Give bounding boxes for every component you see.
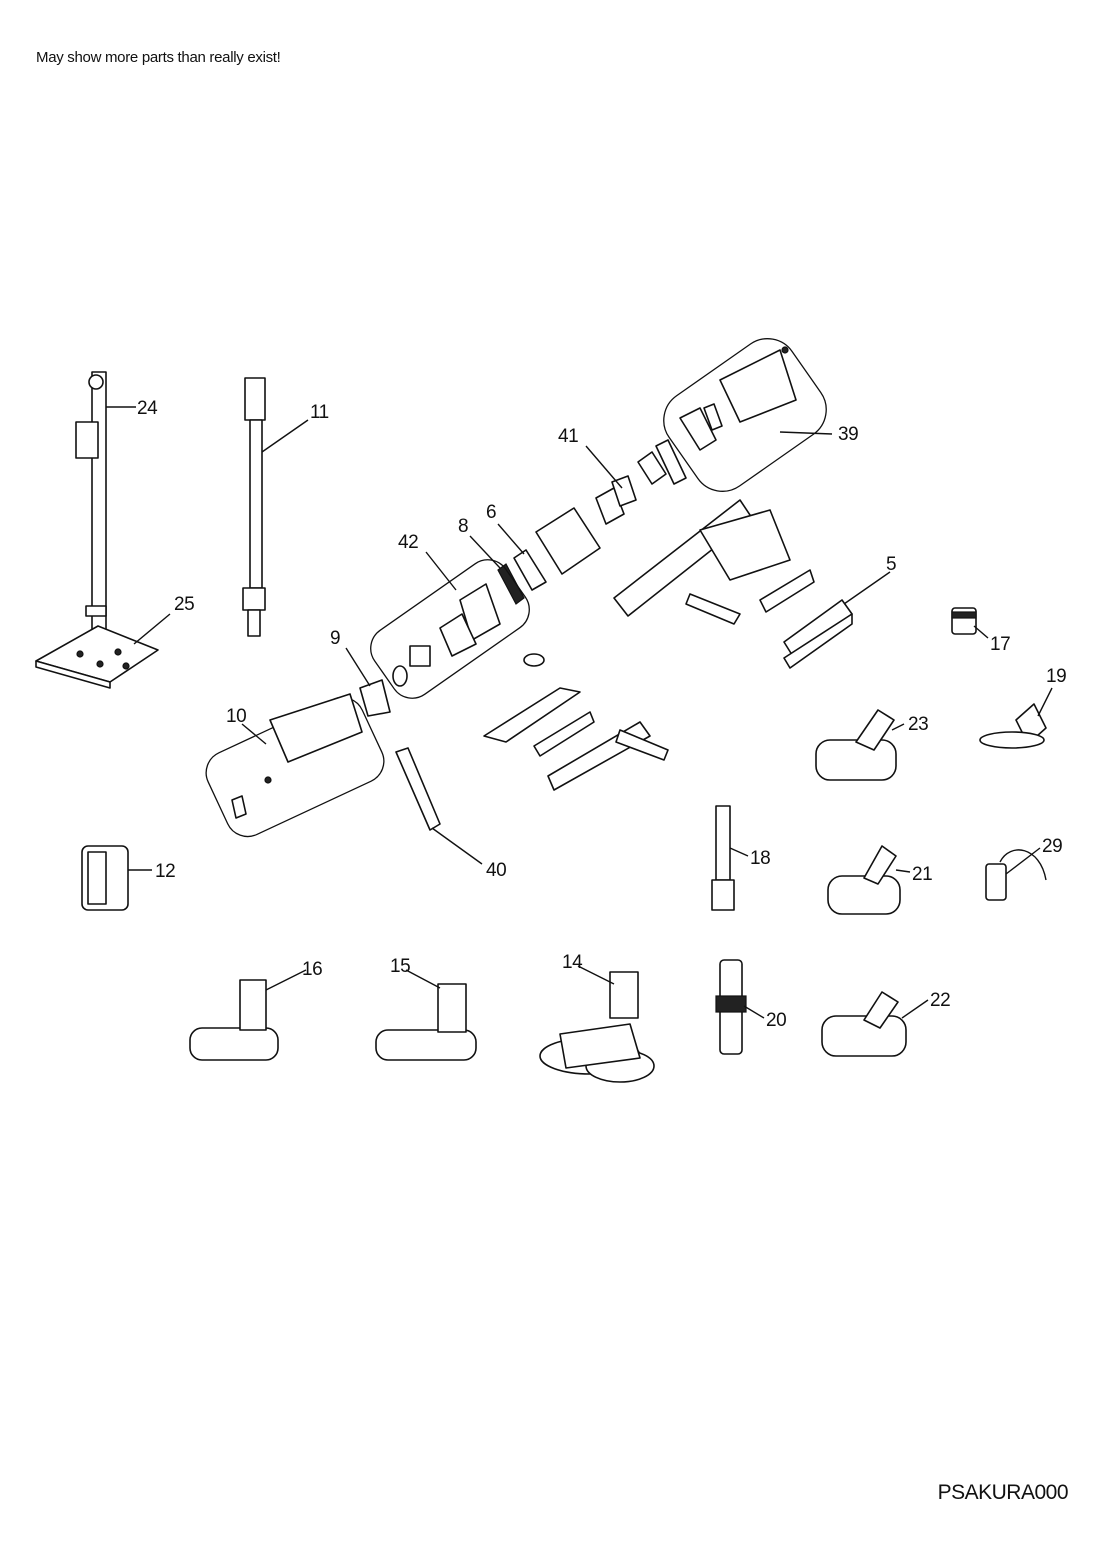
main-body-parts[interactable]	[483, 499, 815, 791]
part-29-charger[interactable]	[985, 849, 1047, 901]
callout-15: 15	[390, 956, 410, 977]
part-17-cap[interactable]	[951, 607, 977, 635]
callout-labels: 24 11 39 41 6 8 42 5 9 17 19 10 23 40 12…	[137, 398, 1067, 1031]
callout-42: 42	[398, 532, 418, 553]
disclaimer-note: May show more parts than really exist!	[36, 49, 281, 66]
part-14-mop-head[interactable]	[539, 971, 655, 1083]
leader-lines	[106, 406, 1053, 1019]
callout-17: 17	[990, 634, 1010, 655]
callout-6: 6	[486, 502, 496, 523]
callout-39: 39	[838, 424, 858, 445]
part-11-extension-tube[interactable]	[242, 377, 266, 637]
callout-25: 25	[174, 594, 194, 615]
part-20-adapter[interactable]	[715, 959, 747, 1055]
part-5-battery-pack[interactable]	[783, 599, 853, 669]
callout-20: 20	[766, 1010, 786, 1031]
callout-8: 8	[458, 516, 468, 537]
callout-16: 16	[302, 959, 322, 980]
part-42-dust-cup-group[interactable]	[362, 551, 538, 707]
part-12-wall-mount[interactable]	[81, 845, 129, 911]
part-16-floor-nozzle[interactable]	[189, 979, 279, 1061]
part-21-pet-brush[interactable]	[827, 845, 901, 915]
part-39-handle-cover-group[interactable]	[652, 327, 838, 503]
part-41-motor-unit[interactable]	[535, 439, 687, 575]
callout-12: 12	[155, 861, 175, 882]
part-18-crevice-tool[interactable]	[711, 805, 735, 911]
callout-18: 18	[750, 848, 770, 869]
callout-23: 23	[908, 714, 928, 735]
part-25-base-plate[interactable]	[35, 625, 159, 689]
part-15-soft-roller-nozzle[interactable]	[375, 983, 477, 1061]
part-23-turbo-brush[interactable]	[815, 709, 897, 781]
diagram-code: PSAKURA000	[937, 1481, 1069, 1504]
callout-24: 24	[137, 398, 158, 419]
part-40-handle-grip[interactable]	[395, 747, 441, 831]
callout-10: 10	[226, 706, 246, 727]
part-22-motorized-brush[interactable]	[821, 991, 907, 1057]
part-9-cyclone[interactable]	[359, 679, 391, 717]
callout-19: 19	[1046, 666, 1066, 687]
callout-21: 21	[912, 864, 932, 885]
part-6-filter[interactable]	[513, 549, 547, 591]
callout-41: 41	[558, 426, 578, 447]
part-19-mini-nozzle[interactable]	[979, 703, 1047, 749]
callout-11: 11	[310, 402, 329, 423]
callout-14: 14	[562, 952, 583, 973]
callout-9: 9	[330, 628, 340, 649]
callout-40: 40	[486, 860, 506, 881]
part-24-stand-pole[interactable]	[75, 371, 107, 641]
part-10-battery-group[interactable]	[199, 690, 391, 843]
callout-5: 5	[886, 554, 896, 575]
callout-29: 29	[1042, 836, 1062, 857]
callout-22: 22	[930, 990, 950, 1011]
